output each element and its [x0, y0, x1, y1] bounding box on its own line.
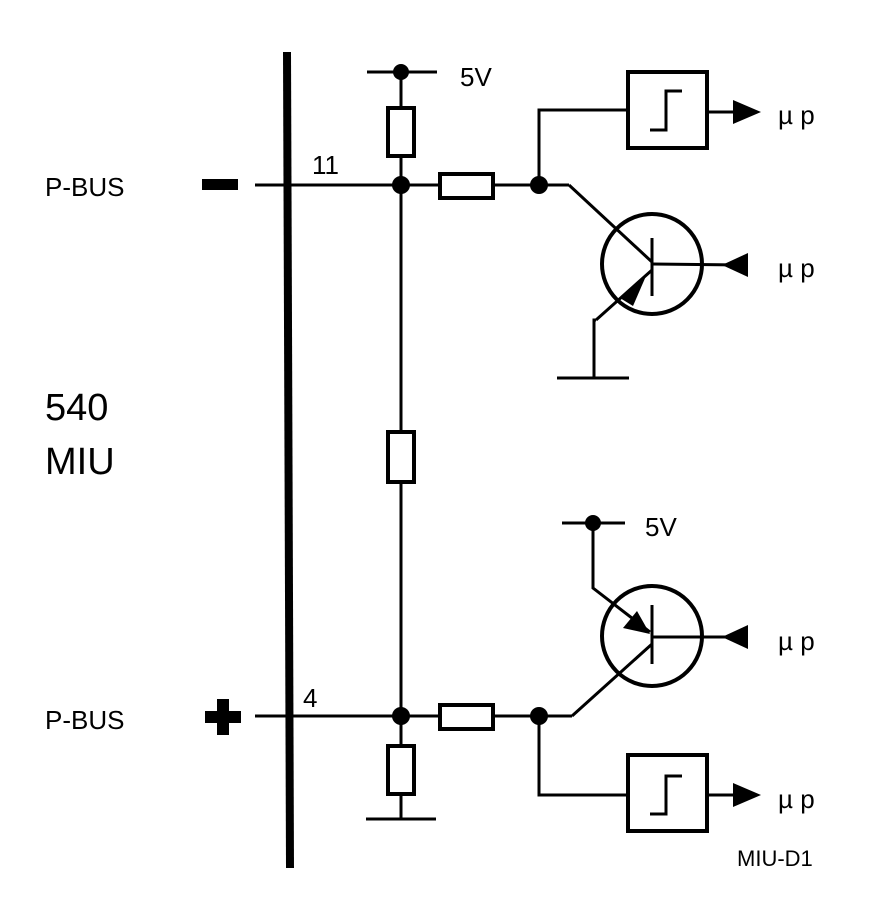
transistor-bottom-collector [570, 642, 654, 718]
pin-11-label: 11 [312, 150, 339, 180]
arrow-left-bottom-icon [722, 625, 748, 649]
arrow-right-bottom-icon [733, 783, 761, 807]
device-label-number: 540 [45, 387, 108, 429]
pin-4-label: 4 [303, 683, 317, 713]
mp-label-1: µ p [778, 100, 815, 130]
plus-symbol-vertical [217, 699, 229, 735]
p-bus-bottom-label: P-BUS [45, 705, 124, 735]
pullup-resistor [386, 106, 416, 158]
p-bus-top-label: P-BUS [45, 172, 124, 202]
supply-bottom-label: 5V [645, 512, 677, 542]
comparator-bottom-step [650, 774, 682, 816]
comparator-top-step [650, 89, 682, 132]
comparator-bottom-input-wire [537, 716, 628, 797]
emitter-arrow-bottom-icon [623, 611, 650, 634]
comparator-top-box [626, 70, 709, 150]
center-resistor [386, 430, 416, 484]
comparator-bottom-box [626, 753, 709, 833]
bus-backplane-line [283, 51, 294, 869]
transistor-top-collector [567, 183, 654, 264]
mp-label-4: µ p [778, 784, 815, 814]
mp-label-3: µ p [778, 626, 815, 656]
device-label-name: MIU [45, 441, 115, 483]
series-resistor-top [438, 172, 495, 200]
series-resistor-bottom [438, 703, 495, 731]
pulldown-resistor [386, 744, 416, 796]
comparator-top-input-wire [537, 108, 628, 185]
minus-symbol [202, 179, 238, 190]
arrow-right-icon [733, 100, 761, 124]
supply-top-label: 5V [460, 62, 492, 92]
transistor-bottom-emitter [591, 523, 651, 634]
transistor-top-ground-wire [592, 318, 596, 378]
figure-id-label: MIU-D1 [737, 846, 813, 871]
arrow-left-icon [722, 253, 748, 277]
mp-label-2: µ p [778, 253, 815, 283]
emitter-arrow-icon [620, 276, 646, 306]
